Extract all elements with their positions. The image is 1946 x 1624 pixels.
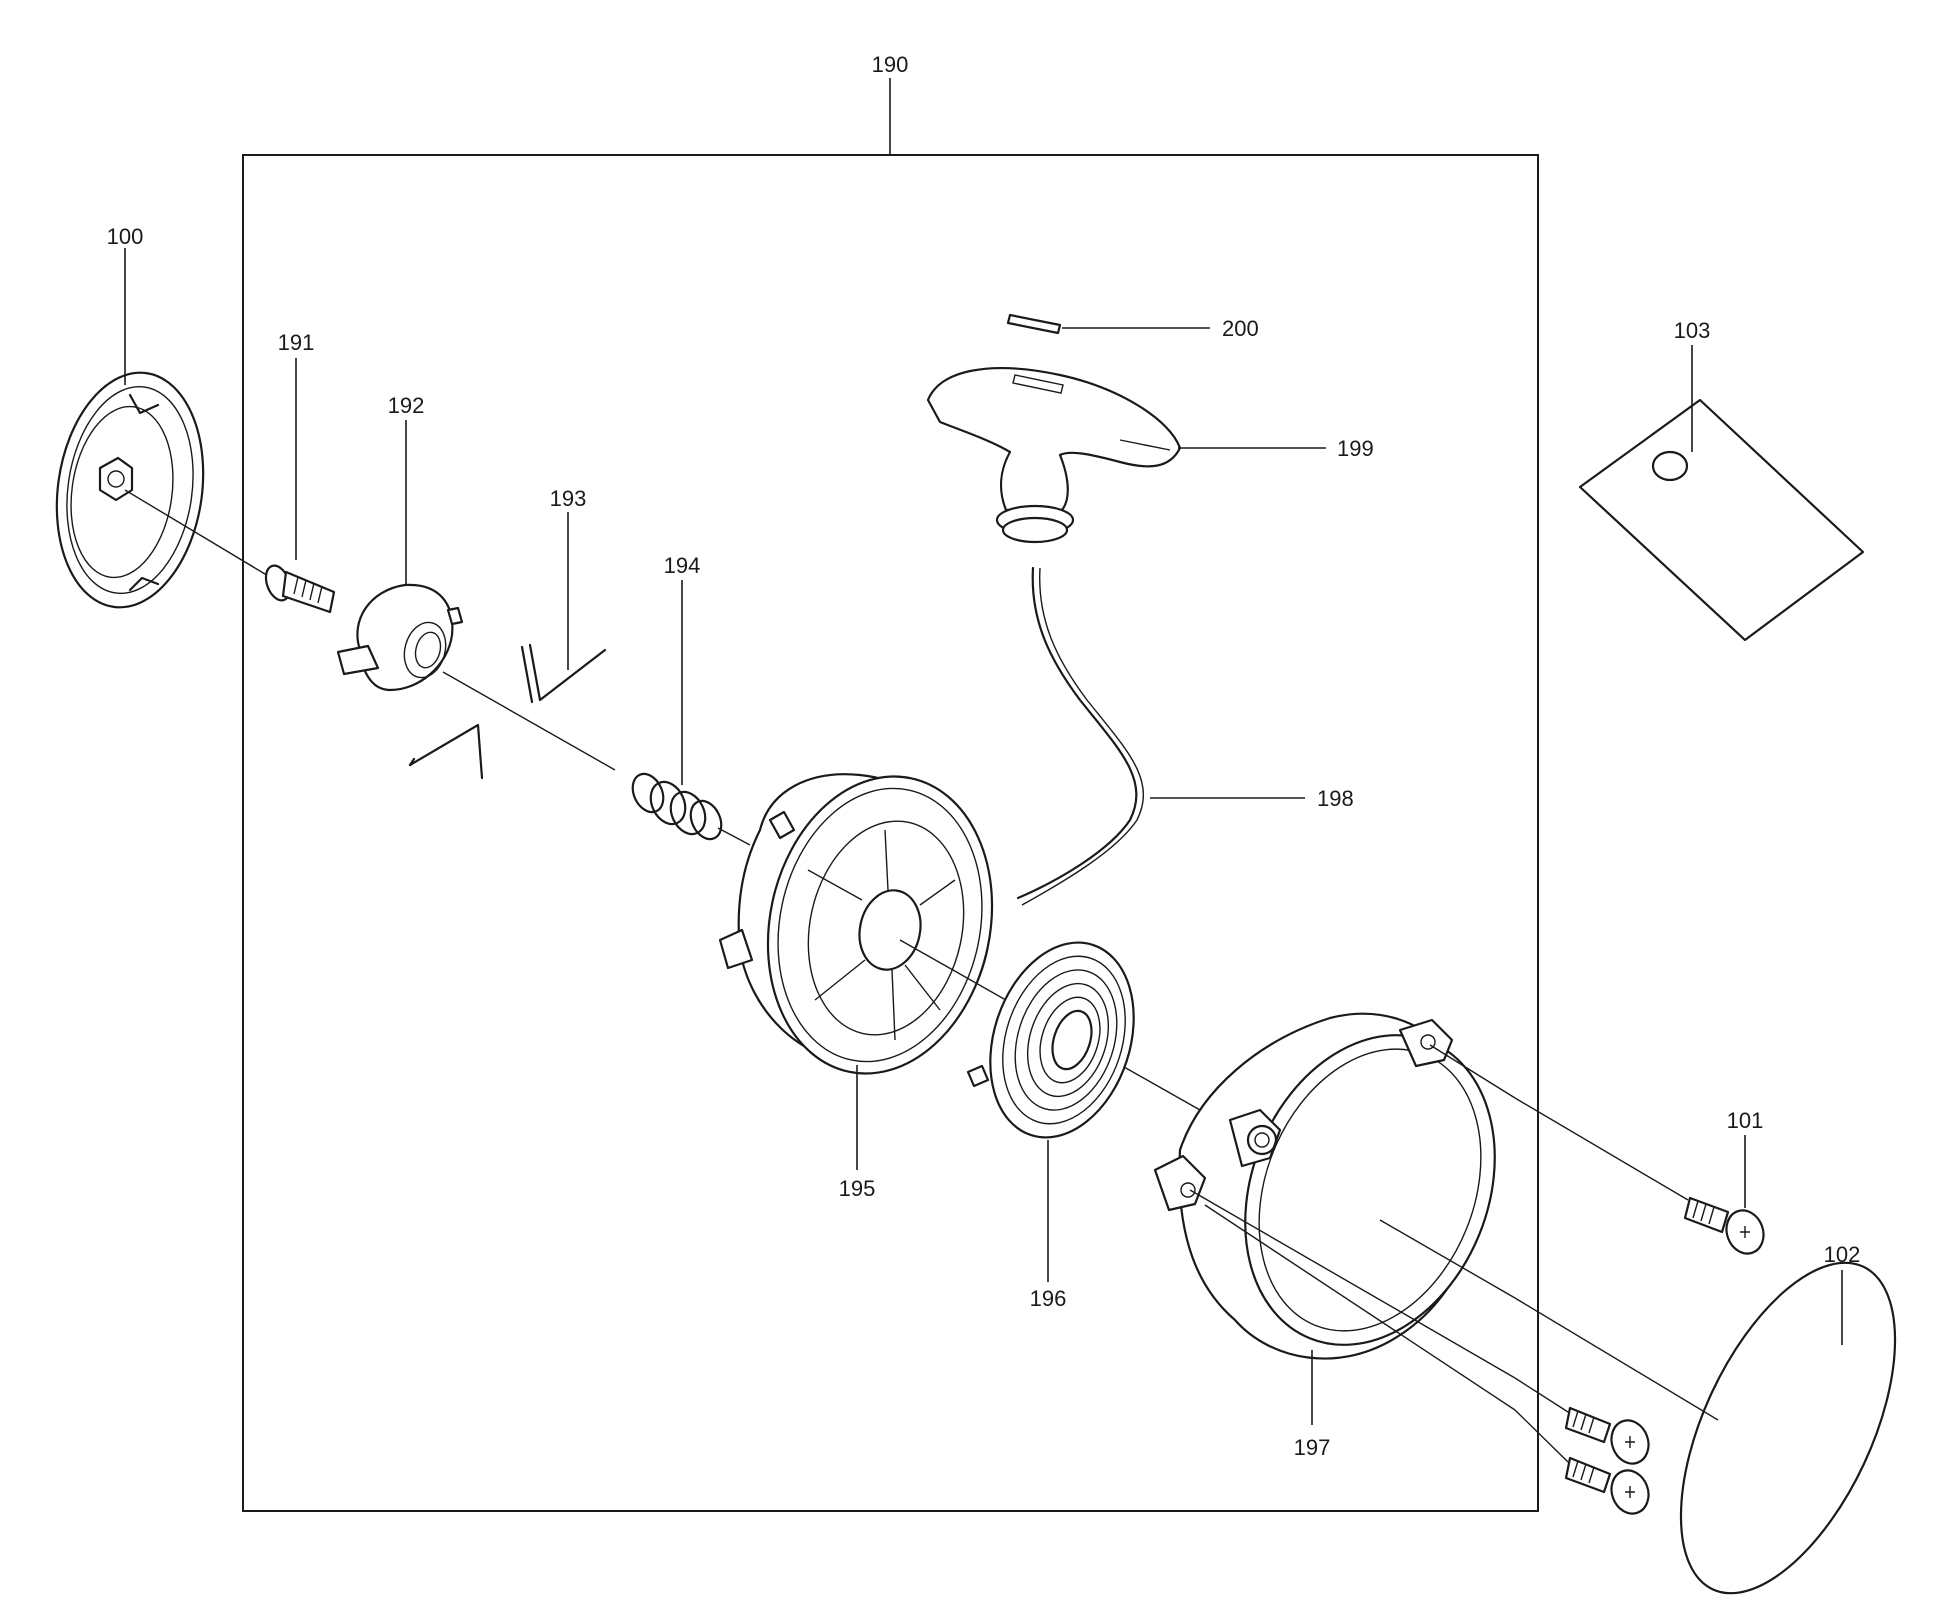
callout-200: 200 bbox=[1222, 316, 1259, 341]
screw-pair bbox=[1564, 1406, 1650, 1515]
part-103-tag-card bbox=[1578, 398, 1865, 642]
part-200-insert bbox=[1006, 313, 1062, 335]
callout-199: 199 bbox=[1337, 436, 1374, 461]
callout-196: 196 bbox=[1030, 1286, 1067, 1311]
callout-192: 192 bbox=[388, 393, 425, 418]
part-199-handle bbox=[926, 367, 1182, 544]
callout-191: 191 bbox=[278, 330, 315, 355]
part-192-ratchet bbox=[336, 583, 464, 692]
part-102-cover-disc bbox=[1679, 1261, 1897, 1595]
part-197-starter-case bbox=[1153, 1012, 1496, 1360]
callout-100: 100 bbox=[107, 224, 144, 249]
part-101-screw bbox=[1683, 1196, 1765, 1255]
part-196-spiral-spring bbox=[966, 941, 1135, 1139]
part-195-reel bbox=[718, 773, 994, 1075]
callout-193: 193 bbox=[550, 486, 587, 511]
callout-195: 195 bbox=[839, 1176, 876, 1201]
callout-197: 197 bbox=[1294, 1435, 1331, 1460]
part-193-hex-key bbox=[408, 643, 607, 780]
callout-101: 101 bbox=[1727, 1108, 1764, 1133]
part-100-pulley-plate bbox=[55, 371, 205, 609]
callout-198: 198 bbox=[1317, 786, 1354, 811]
callout-103: 103 bbox=[1674, 318, 1711, 343]
part-198-starter-rope bbox=[1016, 566, 1138, 900]
part-194-spring bbox=[631, 772, 723, 841]
callout-102: 102 bbox=[1824, 1242, 1861, 1267]
part-191-bolt bbox=[264, 564, 336, 614]
callout-190: 190 bbox=[872, 52, 909, 77]
callout-194: 194 bbox=[664, 553, 701, 578]
